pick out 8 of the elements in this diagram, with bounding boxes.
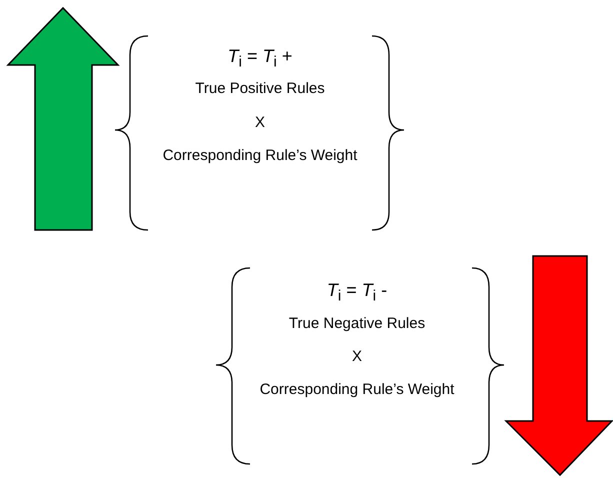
rule-text: Corresponding Rule’s Weight [162,147,358,164]
formula: T$_{i}$ = T$_{i}$ + [228,46,292,71]
rule-text: Corresponding Rule’s Weight [260,381,454,398]
rule-text: True Negative Rules [288,315,426,332]
multiply-sign: X [255,114,265,131]
rule-text: True Positive Rules [195,80,325,97]
formula: T$_{i}$ = T$_{i}$ - [326,280,388,305]
multiply-sign: X [352,348,362,365]
